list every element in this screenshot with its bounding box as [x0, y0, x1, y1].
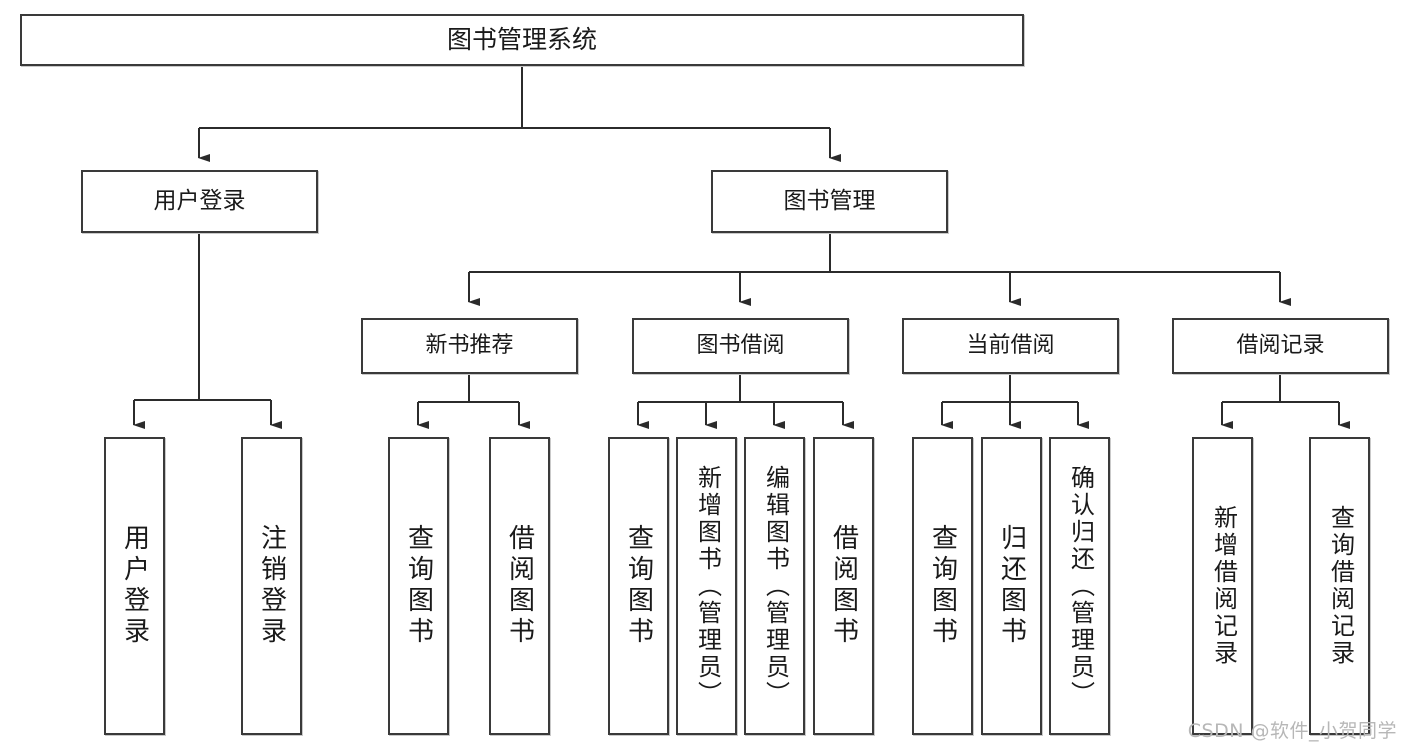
- node-borrow-record-label: 借阅记录: [1236, 332, 1325, 358]
- leaf-user-login-signin[interactable]: 用户登录: [104, 437, 165, 735]
- leaf-new-book-query-label: 查询图书: [403, 524, 434, 648]
- leaf-user-login-signin-label: 用户登录: [119, 524, 150, 648]
- node-book-management[interactable]: 图书管理: [711, 170, 948, 233]
- leaf-user-login-signout[interactable]: 注销登录: [241, 437, 302, 735]
- leaf-record-add-label: 新增借阅记录: [1209, 505, 1238, 667]
- leaf-user-login-signout-label: 注销登录: [256, 524, 287, 648]
- node-book-borrow[interactable]: 图书借阅: [632, 318, 849, 374]
- node-current-borrow[interactable]: 当前借阅: [902, 318, 1119, 374]
- leaf-borrow-edit-book-label: 编辑图书（管理员）: [761, 464, 790, 708]
- leaf-borrow-add-book[interactable]: 新增图书（管理员）: [676, 437, 737, 735]
- leaf-borrow-borrow-book[interactable]: 借阅图书: [813, 437, 874, 735]
- leaf-borrow-add-book-label: 新增图书（管理员）: [693, 464, 722, 708]
- node-book-borrow-label: 图书借阅: [696, 332, 785, 358]
- node-user-login[interactable]: 用户登录: [81, 170, 318, 233]
- watermark-text: CSDN @软件_小贺同学: [1187, 720, 1397, 742]
- leaf-borrow-query-book[interactable]: 查询图书: [608, 437, 669, 735]
- node-user-login-label: 用户登录: [153, 187, 246, 214]
- node-current-borrow-label: 当前借阅: [966, 332, 1055, 358]
- leaf-new-book-query[interactable]: 查询图书: [388, 437, 449, 735]
- leaf-current-return-book[interactable]: 归还图书: [981, 437, 1042, 735]
- node-book-management-label: 图书管理: [783, 187, 876, 214]
- node-borrow-record[interactable]: 借阅记录: [1172, 318, 1389, 374]
- leaf-current-query-book[interactable]: 查询图书: [912, 437, 973, 735]
- leaf-current-return-book-label: 归还图书: [996, 524, 1027, 648]
- leaf-current-confirm-return-label: 确认归还（管理员）: [1066, 464, 1095, 708]
- leaf-borrow-borrow-book-label: 借阅图书: [828, 524, 859, 648]
- leaf-current-confirm-return[interactable]: 确认归还（管理员）: [1049, 437, 1110, 735]
- node-root-system[interactable]: 图书管理系统: [20, 14, 1024, 66]
- leaf-borrow-edit-book[interactable]: 编辑图书（管理员）: [744, 437, 805, 735]
- node-new-book-recommend[interactable]: 新书推荐: [361, 318, 578, 374]
- leaf-borrow-query-book-label: 查询图书: [623, 524, 654, 648]
- leaf-new-book-borrow[interactable]: 借阅图书: [489, 437, 550, 735]
- leaf-record-query-label: 查询借阅记录: [1326, 505, 1355, 667]
- leaf-record-query[interactable]: 查询借阅记录: [1309, 437, 1370, 735]
- node-new-book-recommend-label: 新书推荐: [425, 332, 514, 358]
- node-root-system-label: 图书管理系统: [446, 25, 597, 54]
- leaf-record-add[interactable]: 新增借阅记录: [1192, 437, 1253, 735]
- leaf-current-query-book-label: 查询图书: [927, 524, 958, 648]
- leaf-new-book-borrow-label: 借阅图书: [504, 524, 535, 648]
